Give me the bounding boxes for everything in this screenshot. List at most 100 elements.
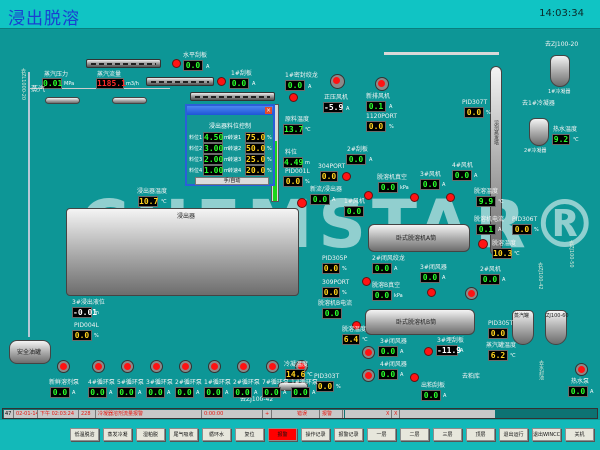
fan4-display: 0.0: [452, 170, 472, 181]
fan-label: 新排风机: [366, 93, 391, 100]
status-led: [342, 172, 351, 181]
pump-display: 0.0: [204, 387, 223, 398]
nav-button[interactable]: 操作记录: [301, 428, 330, 441]
steam-tank: [512, 310, 534, 345]
unit: m: [94, 310, 99, 316]
fan3-pump-icon[interactable]: [362, 346, 375, 359]
alarm-bar[interactable]: 47 02-01-14 下午 02:03:24 228 冷凝器溶剂流量报警 0:…: [2, 408, 598, 419]
pump-display: 0.0: [291, 387, 310, 398]
scraper2-display: 0.0: [346, 154, 366, 165]
nav-button[interactable]: 顶层: [466, 428, 495, 441]
screw-display: 0.0: [372, 263, 392, 274]
nav-button[interactable]: 关机: [565, 428, 594, 441]
nav-button[interactable]: 复位: [235, 428, 264, 441]
speed-unit: %: [267, 157, 272, 163]
nav-button[interactable]: 退出运行: [499, 428, 528, 441]
unit: A: [254, 390, 258, 396]
temp-b-label: 脱溶温度: [342, 326, 367, 333]
circulation-pump-icon[interactable]: [121, 360, 134, 373]
dialog-titlebar[interactable]: [187, 106, 273, 115]
scraper-1-conveyor: [146, 77, 214, 86]
circulation-pump-icon[interactable]: [92, 360, 105, 373]
nav-button[interactable]: 三层: [433, 428, 462, 441]
unit: A: [460, 348, 464, 354]
circulation-pump-icon[interactable]: [237, 360, 250, 373]
unit: A: [225, 390, 229, 396]
manual-auto-button[interactable]: 手/自动: [195, 177, 269, 185]
vac-b-label: 脱溶B真空: [372, 282, 401, 289]
alarm-row[interactable]: 47 02-01-14 下午 02:03:24 228 冷凝器溶剂流量报警 0:…: [4, 410, 344, 418]
tank2-label: 2#冷凝器: [524, 148, 547, 154]
status-led: [424, 347, 433, 356]
pid309-display: 0.0: [322, 287, 340, 298]
nav-button[interactable]: 尾气吸收: [169, 428, 198, 441]
tank-zj100-60: [545, 310, 567, 345]
pump-label: 2#循环泵: [175, 379, 202, 386]
nav-button[interactable]: 蒸发冷凝: [103, 428, 132, 441]
status-led: [446, 193, 455, 202]
close-icon[interactable]: ×: [265, 107, 272, 114]
tank2-label: ZJ100-60: [546, 313, 569, 319]
level-setpoint[interactable]: 3.00: [203, 143, 224, 154]
alarm-type: 报警: [321, 410, 343, 418]
unit: A: [252, 81, 256, 87]
nav-button[interactable]: 报警: [268, 428, 297, 441]
pump-display: 0.0: [88, 387, 107, 398]
unit: A: [346, 106, 350, 112]
scraper3-display: -11.9: [436, 345, 462, 356]
clock: 14:03:34: [539, 8, 584, 19]
fan4-pump-icon[interactable]: [362, 369, 375, 382]
fan2-pump-icon[interactable]: [465, 287, 478, 300]
desolventizer-b: [365, 309, 475, 335]
vapor-pipe: [384, 52, 499, 55]
pump-label: 2#循环泵: [233, 379, 260, 386]
nav-button[interactable]: 低温脱溶: [70, 428, 99, 441]
pid303-display: 0.0: [316, 381, 334, 392]
unit: %: [534, 227, 539, 233]
nav-button[interactable]: 一层: [367, 428, 396, 441]
pid2-label: PID306T: [512, 216, 538, 223]
nav-button[interactable]: 循环水: [202, 428, 231, 441]
conveyor-display: 0.0: [183, 60, 203, 71]
hot-water-pump-icon[interactable]: [575, 363, 588, 376]
unit: MPa: [64, 81, 75, 87]
unit: ℃: [161, 199, 167, 205]
level-setpoint[interactable]: 1.00: [203, 165, 224, 176]
circulation-pump-icon[interactable]: [266, 360, 279, 373]
unit: A: [206, 64, 210, 70]
status-led: [362, 277, 371, 286]
circulation-pump-icon[interactable]: [150, 360, 163, 373]
unit: A: [443, 393, 447, 399]
fan2-display: 0.0: [480, 274, 500, 285]
out-scraper-display: 0.0: [421, 390, 441, 401]
circulation-pump-icon[interactable]: [208, 360, 221, 373]
unit: kPa: [394, 293, 403, 299]
nav-button[interactable]: 报警记录: [334, 428, 363, 441]
current-display: 0.1: [476, 224, 496, 235]
circulation-pump-icon[interactable]: [179, 360, 192, 373]
unit: A: [442, 275, 446, 281]
nav-button[interactable]: 退出WINCC: [532, 428, 561, 441]
speed-label: 转速2: [228, 146, 242, 152]
water-temp-label: 蒸汽罐温度: [486, 342, 517, 349]
unit: A: [394, 266, 398, 272]
temp-b-display: 6.4: [342, 334, 360, 345]
unit: A: [474, 173, 478, 179]
fan1-label: 1#风机: [344, 198, 365, 205]
pump-label: 1#循环泵: [291, 379, 318, 386]
level-unit: m: [224, 135, 229, 141]
nav-button[interactable]: 湿粕脱: [136, 428, 165, 441]
speed-display: 75.0: [245, 132, 266, 143]
condenser-1: [550, 55, 570, 87]
safety-pump-icon[interactable]: [57, 360, 70, 373]
level-setpoint[interactable]: 2.00: [203, 154, 224, 165]
dist-label: 去ZJ100-20: [545, 41, 579, 48]
pid3-label: PID305T: [488, 320, 514, 327]
level-setpoint[interactable]: 4.50: [203, 132, 224, 143]
nav-button[interactable]: 二层: [400, 428, 429, 441]
vac-label: 脱溶机真空: [377, 174, 408, 181]
speed-display: 20.0: [245, 165, 266, 176]
fan3-b-label: 3#闭风器: [380, 338, 407, 345]
cool-temp-label: 冷凝温度: [284, 361, 309, 368]
unit: A: [502, 277, 506, 283]
